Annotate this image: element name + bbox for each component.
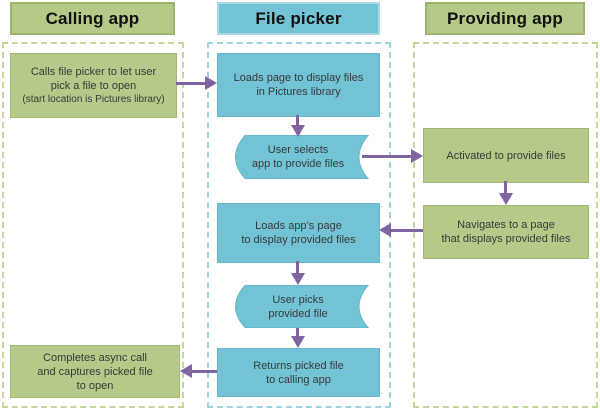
node-user-selects-app: User selects app to provide files	[227, 135, 369, 179]
lane-providing-app	[413, 42, 598, 408]
node-text-line: (start location is Pictures library)	[22, 93, 165, 105]
node-completes-async-call: Completes async call and captures picked…	[10, 345, 180, 398]
connector-line	[192, 370, 217, 373]
stored-data-shape-icon	[235, 135, 369, 179]
node-navigates-to-page: Navigates to a page that displays provid…	[423, 205, 589, 259]
stored-data-label: User selects app to provide files	[227, 135, 369, 179]
connector-line	[296, 328, 299, 337]
node-text-line: Loads page to display files	[233, 72, 364, 84]
connector-line	[176, 82, 206, 85]
node-text-line: app to provide files	[251, 158, 345, 170]
node-calls-file-picker: Calls file picker to let user pick a fil…	[10, 53, 177, 118]
node-text-line: User selects	[267, 144, 329, 156]
node-text-line: Loads app’s page	[255, 220, 342, 232]
connector-line	[504, 181, 507, 194]
arrow-down-icon	[291, 336, 305, 348]
arrow-right-icon	[205, 76, 217, 90]
column-header-label: File picker	[255, 8, 342, 28]
node-loads-app-page: Loads app’s page to display provided fil…	[217, 203, 380, 263]
connector-line	[296, 115, 299, 126]
node-returns-picked-file: Returns picked file to calling app	[217, 348, 380, 397]
lane-calling-app	[2, 42, 184, 408]
connector-line	[362, 155, 412, 158]
column-header-label: Providing app	[447, 8, 563, 28]
node-text-line: in Pictures library	[256, 86, 341, 98]
node-text-line: Calls file picker to let user	[30, 65, 157, 78]
node-text-line: pick a file to open	[50, 79, 137, 92]
stored-data-label: User picks provided file	[227, 285, 369, 328]
node-loads-pictures-page: Loads page to display files in Pictures …	[217, 53, 380, 117]
node-text-line: Returns picked file	[253, 359, 344, 372]
node-text-line: and captures picked file	[37, 365, 153, 378]
column-header-providing-app: Providing app	[425, 2, 585, 35]
node-text-line: User picks	[272, 293, 324, 306]
arrow-down-icon	[499, 193, 513, 205]
arrow-down-icon	[291, 273, 305, 285]
node-user-picks-file: User picks provided file	[227, 285, 369, 328]
arrow-right-icon	[411, 149, 423, 163]
node-text-line: that displays provided files	[441, 233, 571, 245]
node-text-line: provided file	[268, 307, 328, 320]
connector-line	[296, 261, 299, 274]
column-header-label: Calling app	[45, 8, 140, 28]
arrow-down-icon	[291, 125, 305, 137]
node-text-line: Navigates to a page	[457, 219, 555, 231]
node-text-line: Completes async call	[43, 351, 147, 364]
node-text-line: to display provided files	[241, 234, 356, 246]
node-activated-to-provide: Activated to provide files	[423, 128, 589, 183]
connector-line	[391, 229, 423, 232]
arrow-left-icon	[379, 223, 391, 237]
node-text-line: Activated to provide files	[446, 149, 566, 162]
column-header-calling-app: Calling app	[10, 2, 175, 35]
column-header-file-picker: File picker	[217, 2, 380, 35]
arrow-left-icon	[180, 364, 192, 378]
stored-data-shape-icon	[235, 285, 369, 328]
node-text-line: to open	[76, 379, 114, 392]
node-text-line: to calling app	[266, 373, 331, 386]
